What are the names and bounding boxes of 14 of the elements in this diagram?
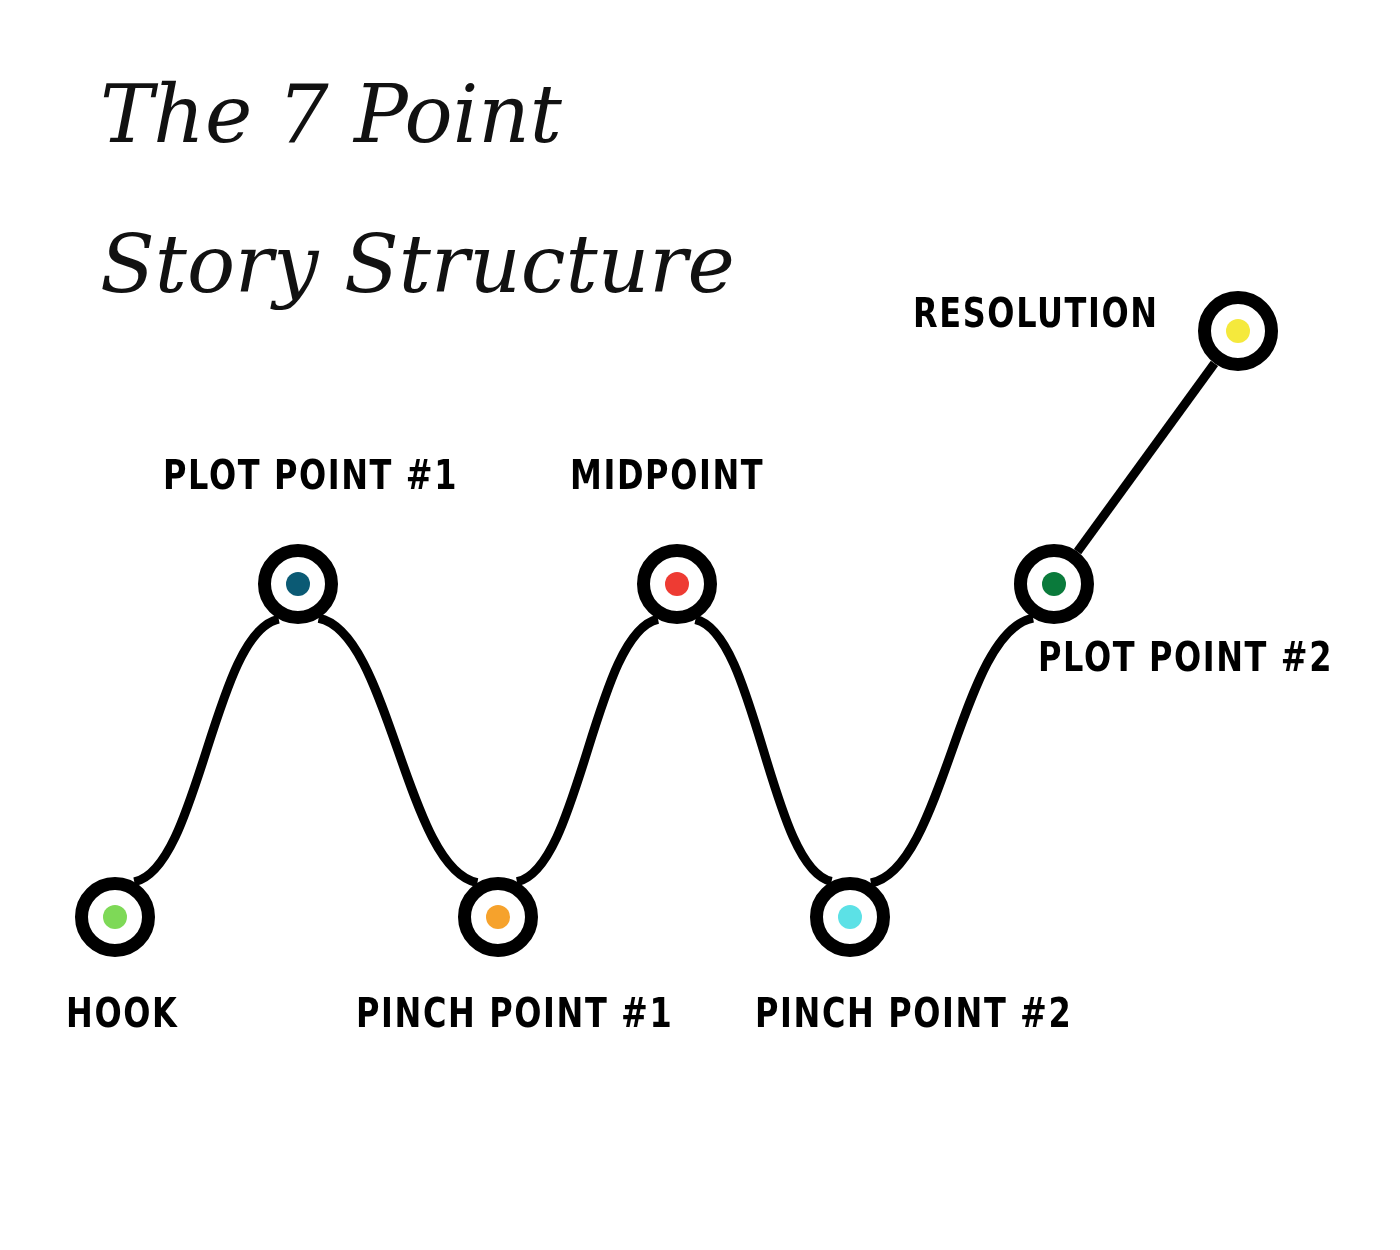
point-label: MIDPOINT (570, 452, 765, 498)
curve-line (1073, 360, 1219, 555)
point-label: HOOK (66, 990, 179, 1036)
title: The 7 Point Story Structure (100, 67, 736, 313)
curve-line (693, 615, 834, 886)
point-label: PINCH POINT #2 (755, 990, 1073, 1036)
curve-line (514, 615, 661, 886)
curve-line (316, 614, 480, 887)
point-label: RESOLUTION (913, 290, 1159, 336)
curve-line (132, 615, 281, 886)
point-label: PLOT POINT #1 (163, 452, 459, 498)
point-label: PINCH POINT #1 (356, 990, 674, 1036)
point-label: PLOT POINT #2 (1038, 634, 1334, 680)
curve-line (869, 614, 1035, 887)
